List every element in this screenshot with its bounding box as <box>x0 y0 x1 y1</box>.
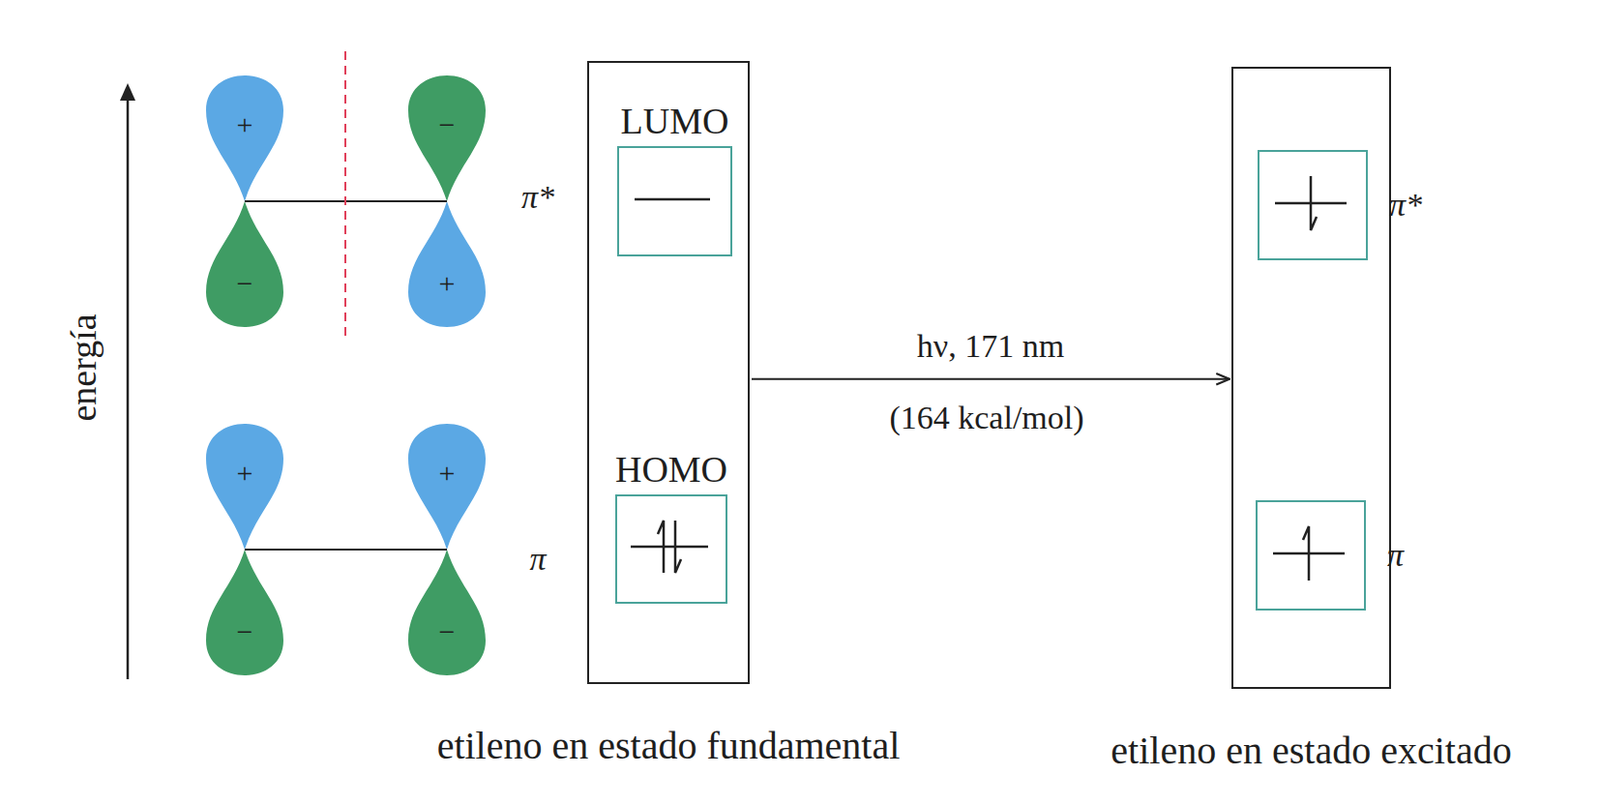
orbital-label: LUMO <box>621 101 730 143</box>
state-caption: etileno en estado excitado <box>1110 729 1512 772</box>
axis-head <box>119 83 136 101</box>
pi-star-orbital <box>206 51 486 337</box>
axis-label: energía <box>63 313 105 421</box>
lumo-box: LUMO <box>617 146 733 257</box>
phase-sign: + <box>439 266 456 299</box>
orbital-label: π* <box>1389 186 1423 223</box>
ground-state-panel: etileno en estado fundamentalLUMOHOMO <box>587 60 750 684</box>
excited-state-panel: etileno en estado excitadoπ*π <box>1231 66 1392 689</box>
phase-sign: + <box>439 456 456 489</box>
excitation-arrow <box>751 378 1230 381</box>
node-plane <box>344 51 347 337</box>
orbital-label: π <box>529 540 546 577</box>
phase-sign: + <box>237 108 254 141</box>
homo-box: HOMO <box>615 494 728 604</box>
orbital-label: π <box>1387 536 1404 573</box>
pi-box: π <box>1255 500 1366 611</box>
phase-sign: − <box>237 615 254 648</box>
state-caption: etileno en estado fundamental <box>437 724 901 768</box>
pi-orbital <box>206 423 486 676</box>
energy-value: (164 kcal/mol) <box>888 399 1084 436</box>
orbital-levels <box>630 176 1347 581</box>
phase-sign: + <box>237 456 254 489</box>
pi-star-box: π* <box>1257 149 1368 261</box>
orbital-label: HOMO <box>615 449 728 491</box>
phase-sign: − <box>439 615 456 648</box>
phase-sign: − <box>439 108 456 141</box>
orbital-label: π* <box>521 178 555 215</box>
energy-axis <box>126 88 130 680</box>
phase-sign: − <box>237 266 254 299</box>
edge-label: hν, 171 nm <box>913 327 1068 364</box>
